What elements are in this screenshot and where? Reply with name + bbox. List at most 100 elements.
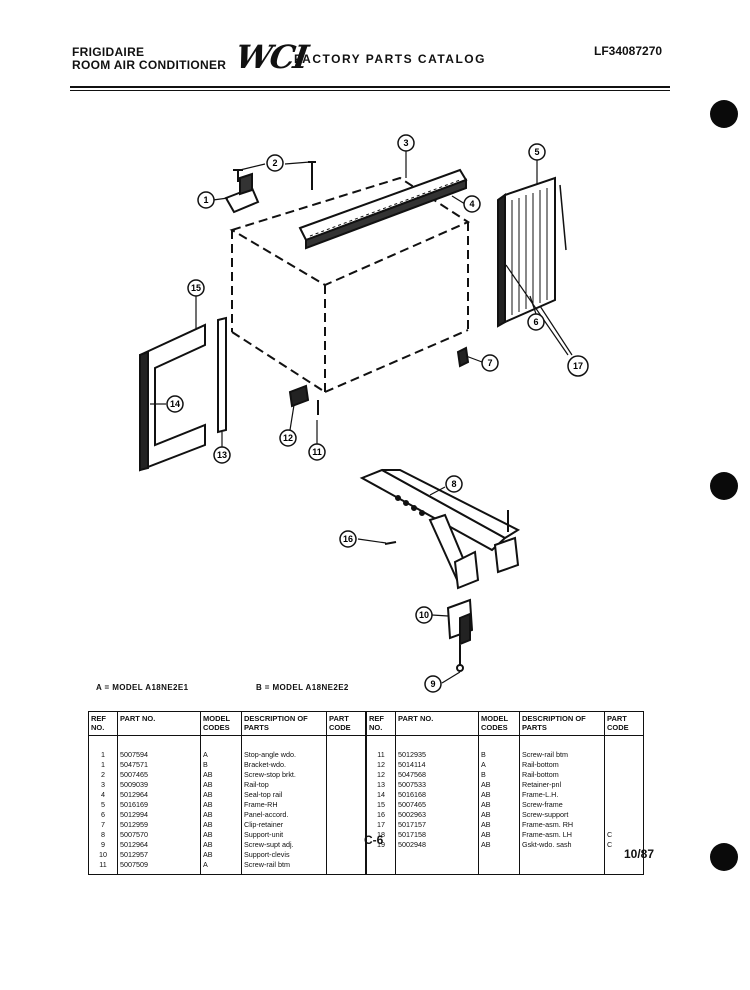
cell-part-code (604, 860, 644, 875)
cell-description: Seal-top rail (241, 790, 327, 800)
cell-description: Support-unit (241, 830, 327, 840)
cell-description: Frame-asm. LH (519, 830, 605, 840)
callout-17: 17 (567, 355, 589, 377)
cell-part-code (326, 780, 367, 790)
cell-part-code (326, 850, 367, 860)
cell-description: Frame-asm. RH (519, 820, 605, 830)
svg-text:9: 9 (430, 679, 435, 689)
cell-part-no: 5007533 (395, 780, 479, 790)
cell-model-codes: A (200, 735, 242, 760)
svg-text:6: 6 (533, 317, 538, 327)
callout-12: 12 (279, 429, 297, 447)
cell-description: Screw-frame (519, 800, 605, 810)
cell-part-code (326, 770, 367, 780)
cell-ref-no: 6 (88, 810, 118, 820)
callout-14: 14 (166, 395, 184, 413)
cell-model-codes (478, 850, 520, 860)
cell-part-no: 5007594 (117, 735, 201, 760)
cell-model-codes: AB (200, 830, 242, 840)
top-rail-part (298, 168, 468, 250)
callout-15: 15 (187, 279, 205, 297)
cell-part-no (395, 850, 479, 860)
support-clevis-part (384, 541, 474, 672)
cell-ref-no (365, 860, 396, 875)
col-part-no: PART NO. (117, 711, 201, 736)
cell-description: Rail-bottom (519, 770, 605, 780)
cell-description: Rail-bottom (519, 760, 605, 770)
punch-hole (710, 843, 738, 871)
cell-model-codes: AB (478, 780, 520, 790)
cell-part-no: 5017157 (395, 820, 479, 830)
cell-model-codes: A (200, 860, 242, 875)
cabinet-outline (229, 176, 471, 393)
brand-name: FRIGIDAIRE (72, 45, 145, 59)
cell-model-codes: AB (200, 800, 242, 810)
cell-part-code (326, 860, 367, 875)
cell-part-code (604, 820, 644, 830)
callout-2: 2 (266, 154, 284, 172)
cell-description: Panel-accord. (241, 810, 327, 820)
cell-ref-no: 9 (88, 840, 118, 850)
support-unit-part (359, 468, 521, 590)
cell-part-no: 5007465 (395, 800, 479, 810)
cell-ref-no: 12 (365, 770, 396, 780)
svg-text:4: 4 (469, 199, 474, 209)
cell-ref-no: 16 (365, 810, 396, 820)
cell-description (519, 860, 605, 875)
cell-model-codes: AB (200, 790, 242, 800)
col-model-codes: MODEL CODES (200, 711, 242, 736)
col-part-code: PART CODE (326, 711, 367, 736)
cell-model-codes: B (478, 770, 520, 780)
callout-1: 1 (197, 191, 215, 209)
callout-9: 9 (424, 675, 442, 693)
svg-text:12: 12 (283, 433, 293, 443)
cell-part-code (326, 820, 367, 830)
svg-text:2: 2 (272, 158, 277, 168)
cell-part-code (326, 790, 367, 800)
cell-part-no: 5002948 (395, 840, 479, 850)
callout-13: 13 (213, 446, 231, 464)
exploded-parts-diagram: 1 2 3 4 5 6 7 8 9 10 11 12 13 14 15 16 1… (139, 134, 589, 693)
cell-part-no: 5012959 (117, 820, 201, 830)
cell-ref-no: 14 (365, 790, 396, 800)
svg-text:7: 7 (487, 358, 492, 368)
col-description: DESCRIPTION OF PARTS (241, 711, 327, 736)
cell-part-no: 5012964 (117, 790, 201, 800)
cell-part-no: 5017158 (395, 830, 479, 840)
cell-ref-no: 4 (88, 790, 118, 800)
cell-ref-no: 13 (365, 780, 396, 790)
cell-part-code (604, 790, 644, 800)
svg-text:14: 14 (170, 399, 180, 409)
cell-model-codes: AB (478, 810, 520, 820)
cell-ref-no: 12 (365, 760, 396, 770)
callout-11: 11 (308, 443, 326, 461)
cell-part-code (604, 850, 644, 860)
callout-3: 3 (397, 134, 415, 152)
cell-ref-no: 17 (365, 820, 396, 830)
brand-block: FRIGIDAIRE ROOM AIR CONDITIONER (72, 46, 226, 72)
cell-description: Bracket-wdo. (241, 760, 327, 770)
cell-description: Rail-top (241, 780, 327, 790)
cell-part-code: C (604, 830, 644, 840)
cell-part-no: 5047568 (395, 770, 479, 780)
cell-part-code (326, 810, 367, 820)
cell-description: Screw-supt adj. (241, 840, 327, 850)
cell-part-code (326, 840, 367, 850)
model-a-legend: A = MODEL A18NE2E1 (96, 683, 189, 692)
stop-angle-bracket (224, 172, 260, 214)
cell-part-code (604, 735, 644, 760)
cell-ref-no: 15 (365, 800, 396, 810)
catalog-title: FACTORY PARTS CATALOG (294, 52, 486, 66)
cell-model-codes: B (200, 760, 242, 770)
cell-part-code: C (604, 840, 644, 850)
col-part-code: PART CODE (604, 711, 644, 736)
svg-text:10: 10 (419, 610, 429, 620)
cell-model-codes: AB (200, 850, 242, 860)
